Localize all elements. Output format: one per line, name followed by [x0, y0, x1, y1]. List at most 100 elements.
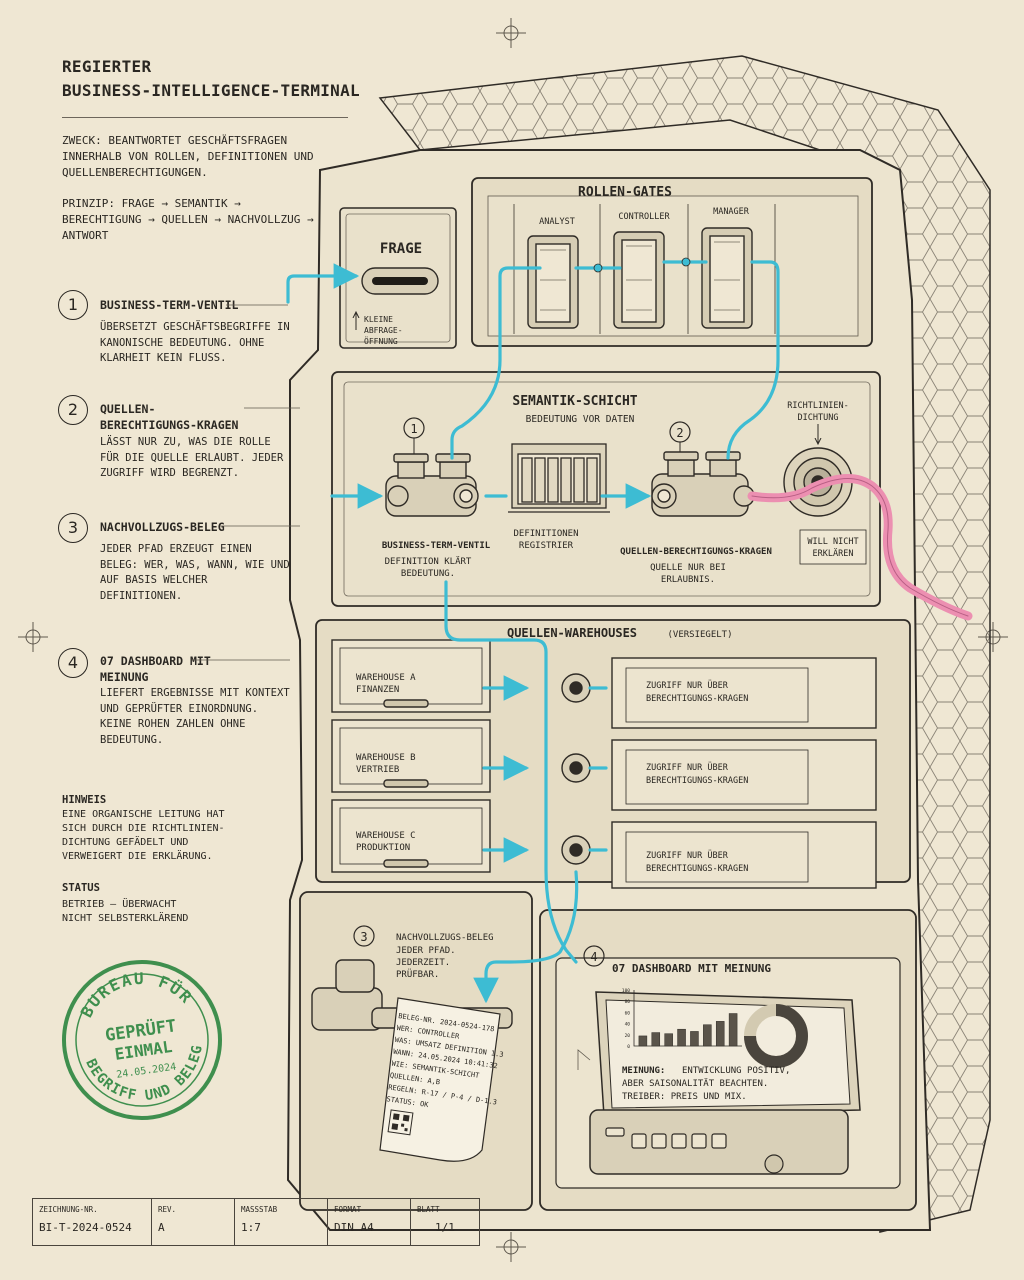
note-title: HINWEIS — [62, 794, 107, 806]
drawing-title: REGIERTER BUSINESS-INTELLIGENCE-TERMINAL — [62, 55, 360, 103]
callout-4-body: LIEFERT ERGEBNISSE MIT KONTEXT UND GEPRÜ… — [100, 687, 290, 746]
seal-note-1: WILL NICHT — [807, 537, 858, 547]
valve-note-2: BEDEUTUNG. — [401, 569, 455, 579]
callout-3-title: NACHVOLLZUGS-BELEG — [100, 520, 225, 534]
chart-bar — [664, 1033, 673, 1047]
chart-bar — [715, 1021, 725, 1047]
receipt-qr-icon — [387, 1109, 414, 1136]
registration-marks — [18, 18, 1008, 1262]
callout-4-number: 4 — [58, 648, 88, 678]
donut-chart — [744, 1004, 808, 1068]
valve-note-1: DEFINITION KLÄRT — [385, 556, 472, 567]
warehouses-title-note: (VERSIEGELT) — [667, 630, 732, 640]
chart-bar — [690, 1031, 699, 1047]
status-title: STATUS — [62, 882, 100, 894]
warehouse-a-access-1: ZUGRIFF NUR ÜBER — [646, 680, 729, 691]
title-line-2: BUSINESS-INTELLIGENCE-TERMINAL — [62, 81, 360, 100]
opinion-line-2: ABER SAISONALITÄT BEACHTEN. — [622, 1078, 768, 1089]
question-module: FRAGE KLEINE ABFRAGE- ÖFFNUNG — [339, 207, 457, 349]
dashboard-chart: 100 80 60 40 20 0 — [622, 988, 742, 1050]
callout-2-title: QUELLEN-BERECHTIGUNGS-KRAGEN — [100, 402, 239, 432]
tb-drawing-no: ZEICHNUNG-NR. BI-T-2024-0524 — [33, 1199, 152, 1245]
warehouse-a-line2: FINANZEN — [356, 685, 399, 695]
chart-bar — [728, 1013, 738, 1047]
seal-label-2: DICHTUNG — [798, 413, 839, 423]
chart-ytick: 80 — [625, 999, 631, 1005]
opinion-label: MEINUNG: — [622, 1066, 665, 1076]
principle-text: PRINZIP: FRAGE → SEMANTIK → BERECHTIGUNG… — [62, 197, 314, 242]
chart-bar — [638, 1035, 648, 1047]
warehouse-c-line1: WAREHOUSE C — [356, 831, 416, 841]
slot-note-1: KLEINE — [364, 315, 393, 324]
chart-ytick: 40 — [625, 1022, 631, 1028]
registry-label-1: DEFINITIONEN — [513, 529, 578, 539]
warehouse-b-access-2: BERECHTIGUNGS-KRAGEN — [646, 776, 748, 786]
receipt-paper — [379, 997, 501, 1162]
registry-label-2: REGISTRIER — [519, 541, 574, 551]
callout-3-number: 3 — [58, 513, 88, 543]
collar-note-2: ERLAUBNIS. — [661, 575, 715, 585]
chart-ytick: 100 — [622, 988, 630, 994]
semantic-layer: SEMANTIK-SCHICHT BEDEUTUNG VOR DATEN 1 B… — [331, 371, 881, 607]
donut-slice — [744, 1004, 808, 1068]
warehouse-c-line2: PRODUKTION — [356, 843, 410, 853]
dashboard-title: 07 DASHBOARD MIT MEINUNG — [612, 962, 771, 975]
callout-4-title: 07 DASHBOARD MIT MEINUNG — [100, 654, 211, 684]
bottom-section: 3 NACHVOLLZUGS-BELEG JEDER PFAD. JEDERZE… — [299, 891, 917, 1211]
svg-text:ÖFFNUNG: ÖFFNUNG — [364, 336, 398, 346]
receipt-label: NACHVOLLZUGS-BELEG — [396, 933, 494, 943]
question-label: FRAGE — [380, 241, 422, 257]
role-gates-module: ROLLEN-GATES ANALYST CONTROLLER MANAGER — [471, 177, 873, 347]
tb-revision: REV. A — [152, 1199, 235, 1245]
source-permission-collar — [651, 451, 755, 517]
purpose-text: ZWECK: BEANTWORTET GESCHÄFTSFRAGEN INNER… — [62, 134, 314, 179]
business-term-valve — [385, 453, 479, 517]
gates-title: ROLLEN-GATES — [578, 185, 672, 200]
callout-1-body: ÜBERSETZT GESCHÄFTSBEGRIFFE IN KANONISCH… — [100, 321, 290, 364]
tb-sheet: BLATT 1/1 — [417, 1205, 455, 1234]
semantic-num-1: 1 — [410, 422, 417, 436]
definitions-registry — [508, 443, 610, 513]
warehouse-c-access-1: ZUGRIFF NUR ÜBER — [646, 850, 729, 861]
semantic-title: SEMANTIK-SCHICHT — [512, 394, 637, 409]
title-rule — [62, 117, 348, 118]
semantic-num-2: 2 — [676, 426, 683, 440]
tb-scale: MASSSTAB 1:7 — [235, 1199, 328, 1245]
collar-note-1: QUELLE NUR BEI — [650, 563, 726, 573]
warehouse-c-drawer — [331, 799, 877, 889]
warehouse-b-drawer — [331, 719, 877, 811]
status-line-2: NICHT SELBSTERKLÄREND — [62, 913, 189, 924]
receipt-num: 3 — [360, 930, 367, 944]
warehouse-a-drawer — [331, 639, 877, 729]
receipt-note-1: JEDER PFAD. — [396, 946, 456, 956]
gate-label-analyst: ANALYST — [539, 217, 575, 227]
chart-ytick: 60 — [625, 1010, 631, 1016]
chart-ytick: 20 — [625, 1033, 631, 1039]
seal-label-1: RICHTLINIEN- — [787, 401, 848, 411]
tb-format: FORMAT DIN A4 — [328, 1199, 411, 1245]
warehouse-a-access-2: BERECHTIGUNGS-KRAGEN — [646, 694, 748, 704]
callout-2-body: LÄSST NUR ZU, WAS DIE ROLLE FÜR DIE QUEL… — [100, 436, 284, 479]
callout-1-title: BUSINESS-TERM-VENTIL — [100, 298, 239, 312]
pipe-joints — [593, 257, 691, 273]
gate-label-controller: CONTROLLER — [618, 212, 670, 222]
stamp-date: 24.05.2024 — [116, 1062, 177, 1081]
warehouses-title: QUELLEN-WAREHOUSES — [507, 626, 637, 640]
collar-label: QUELLEN-BERECHTIGUNGS-KRAGEN — [620, 547, 772, 557]
receipt-note-3: PRÜFBAR. — [396, 969, 439, 980]
status-line-1: BETRIEB – ÜBERWACHT — [62, 899, 177, 910]
opinion-line-1: ENTWICKLUNG POSITIV, — [682, 1066, 790, 1076]
leader-lines — [192, 304, 591, 1070]
callout-1-number: 1 — [58, 290, 88, 320]
title-line-1: REGIERTER — [62, 57, 152, 76]
gate-label-manager: MANAGER — [713, 207, 750, 217]
callout-3-body: JEDER PFAD ERZEUGT EINEN BELEG: WER, WAS… — [100, 543, 290, 602]
warehouse-b-line1: WAREHOUSE B — [356, 753, 416, 763]
chart-ytick: 0 — [627, 1044, 630, 1050]
valve-label: BUSINESS-TERM-VENTIL — [382, 541, 491, 551]
hex-side-panel — [378, 55, 991, 1233]
note-body: EINE ORGANISCHE LEITUNG HAT SICH DURCH D… — [62, 809, 225, 862]
callout-2-number: 2 — [58, 395, 88, 425]
